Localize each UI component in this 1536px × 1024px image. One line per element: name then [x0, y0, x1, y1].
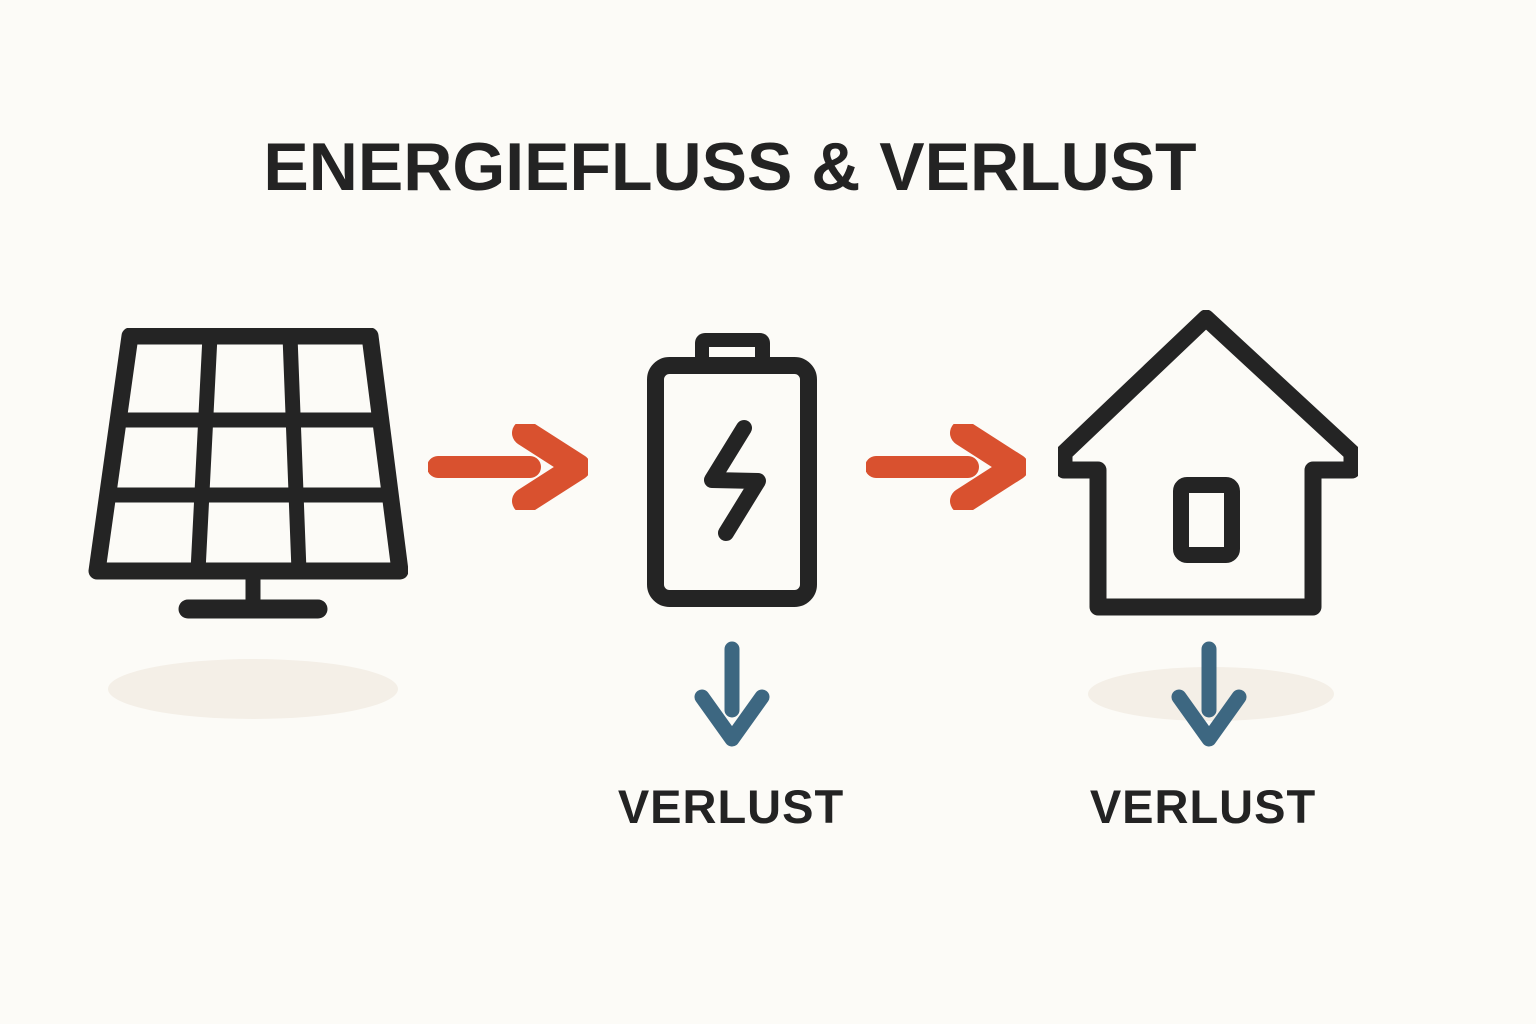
loss-label-house: VERLUST	[1089, 780, 1317, 833]
solar-panel-icon	[88, 328, 408, 619]
battery-charging-icon	[647, 333, 817, 607]
lightning-bolt-icon	[704, 420, 766, 541]
flow-arrow-right-icon	[866, 424, 1026, 510]
flow-arrow-right-icon	[428, 424, 588, 510]
loss-arrow-down-icon	[694, 641, 770, 747]
solar-panel-shadow	[108, 659, 398, 719]
loss-label-battery: VERLUST	[617, 780, 845, 833]
loss-arrow-down-icon	[1171, 641, 1247, 747]
page-title: ENERGIEFLUSS & VERLUST	[263, 129, 1197, 205]
house-window	[1173, 477, 1240, 563]
house-icon	[1058, 310, 1358, 616]
